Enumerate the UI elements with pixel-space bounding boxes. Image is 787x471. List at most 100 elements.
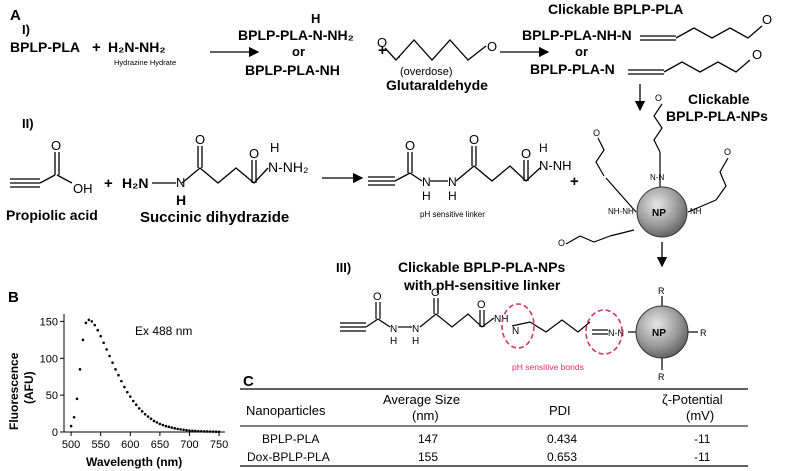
linker-o-3: O: [521, 146, 531, 161]
data-point: [90, 320, 94, 323]
r-bottom: R: [658, 372, 665, 382]
data-point: [188, 429, 191, 432]
data-point: [78, 368, 82, 371]
chart-y-label-1: Fluorescence: [7, 352, 21, 430]
succinic-o-left: O: [195, 132, 205, 147]
table-row-1-name: BPLP-PLA: [262, 432, 319, 446]
panel-label-a: A: [10, 7, 21, 24]
data-point: [191, 429, 194, 433]
data-point: [84, 321, 88, 325]
linker-n-nh: N-NH: [539, 158, 572, 173]
table-row-2-zeta: -11: [694, 450, 711, 464]
product-or: or: [292, 44, 305, 59]
clickable-title: Clickable BPLP-PLA: [548, 1, 683, 17]
plus-sign-3: +: [104, 175, 113, 192]
table-header-size-1: Average Size: [383, 392, 460, 407]
data-point: [81, 338, 85, 342]
plus-sign: +: [92, 39, 101, 56]
chart-annotation: Ex 488 nm: [135, 324, 192, 338]
final-nh: NH: [494, 314, 508, 325]
np-with-arms: [565, 103, 729, 245]
product-line-2: BPLP-PLA-NH: [245, 62, 340, 78]
aldehyde-o-2: O: [752, 47, 762, 62]
data-point: [194, 429, 197, 433]
data-point: [120, 379, 123, 383]
hydrazine-formula: H₂N-NH₂: [108, 39, 166, 55]
np-arm-o-3: O: [724, 147, 731, 157]
data-point: [152, 419, 156, 423]
data-point: [173, 427, 176, 430]
table-header-zeta-2: (mV): [686, 408, 714, 423]
table-row-1-zeta: -11: [694, 432, 711, 446]
acid-oh: OH: [73, 181, 93, 196]
step-label-1: I): [22, 22, 30, 37]
data-point: [149, 417, 153, 421]
panel-a: A I) BPLP-PLA + H₂N-NH₂ Hydrazine Hydrat…: [10, 1, 772, 112]
np-arm-o-1: O: [655, 93, 662, 103]
table-row-2-size: 155: [418, 450, 438, 464]
clickable-line-1: BPLP-PLA-NH-N: [522, 27, 632, 43]
succinic-h-top: H: [270, 140, 279, 155]
np-label-2: NP: [652, 328, 666, 339]
table-row-1-size: 147: [418, 432, 438, 446]
succinic-n-nh2: N-NH₂: [268, 159, 308, 175]
glutar-o-right: O: [487, 39, 497, 54]
aldehyde-o-1: O: [762, 12, 772, 27]
product-h: H: [311, 11, 320, 26]
final-h-2: H: [412, 336, 419, 347]
data-point: [69, 424, 73, 428]
step-label-3: III): [336, 260, 351, 275]
data-point: [208, 430, 212, 433]
step-3: III) Clickable BPLP-PLA-NPs with pH-sens…: [336, 259, 707, 382]
linker-h-2: H: [448, 189, 457, 203]
nanoparticle-2: [635, 305, 689, 359]
data-point: [161, 423, 165, 427]
data-point: [185, 428, 188, 432]
table-header-size-2: (nm): [412, 408, 439, 423]
data-point: [75, 397, 79, 401]
data-point: [96, 328, 100, 332]
succinic-n: N: [176, 175, 185, 190]
plus-sign-4: +: [570, 173, 579, 190]
step3-title-2: with pH-sensitive linker: [403, 277, 561, 293]
data-point: [211, 430, 215, 433]
hydrazine-name: Hydrazine Hydrate: [114, 58, 176, 67]
aldehyde-chain-2: [628, 59, 751, 75]
x-tick-label: 650: [151, 439, 169, 451]
final-h-1: H: [390, 336, 397, 347]
data-point: [137, 407, 141, 410]
final-o-3: O: [477, 299, 486, 311]
table-header-zeta-1: ζ-Potential: [662, 392, 723, 407]
data-point: [146, 415, 150, 418]
data-point: [108, 354, 111, 358]
clickable-or: or: [575, 44, 588, 59]
final-n-3: N: [512, 326, 519, 337]
data-point: [214, 430, 218, 434]
data-point: [158, 422, 162, 426]
reactant-bplp-pla: BPLP-PLA: [10, 39, 80, 55]
np-arm-nh: NH: [690, 207, 702, 216]
np-arm-o-2: O: [593, 128, 600, 138]
data-point: [87, 318, 91, 322]
np-arm-nn: N-N: [650, 173, 664, 182]
data-point: [202, 430, 206, 433]
final-o-2: O: [431, 287, 440, 299]
data-point: [197, 429, 200, 433]
data-point: [182, 428, 185, 432]
product-line-1: BPLP-PLA-N-NH₂: [238, 27, 354, 43]
data-point: [123, 385, 126, 389]
overdose-label: (overdose): [400, 66, 453, 78]
data-point: [102, 341, 105, 345]
data-point: [176, 427, 179, 431]
x-tick-label: 700: [180, 439, 198, 451]
final-o-1: O: [373, 291, 382, 303]
np-label-1: NP: [652, 208, 666, 219]
clickable-nps-line-2: BPLP-PLA-NPs: [666, 108, 768, 124]
glutaraldehyde-structure: [384, 39, 487, 61]
data-point: [111, 361, 114, 364]
ph-bonds-label: pH sensitive bonds: [512, 362, 584, 372]
linker-o-1: O: [405, 138, 415, 153]
